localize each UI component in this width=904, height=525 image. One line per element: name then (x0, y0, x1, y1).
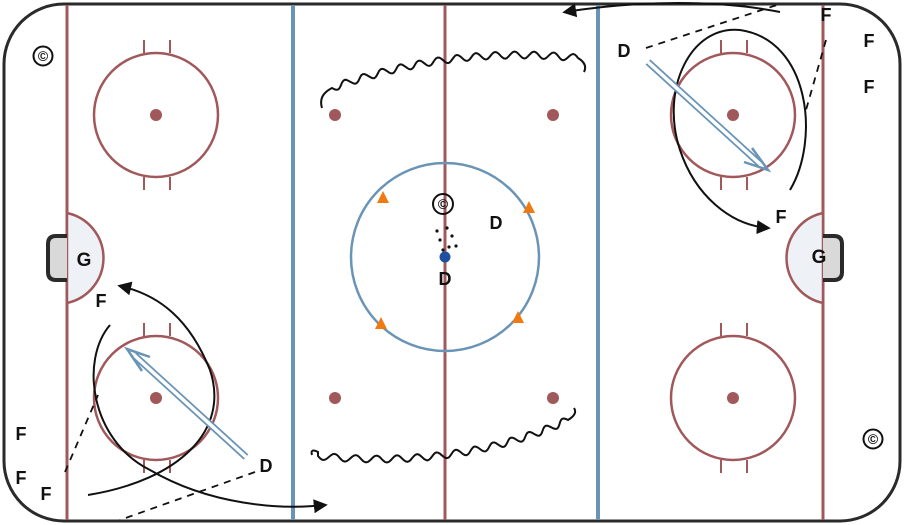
skate-path-bottom-left-loop (92, 324, 328, 514)
forward-player: F (16, 468, 27, 488)
faceoff-dot (329, 392, 341, 404)
faceoff-dot (547, 392, 559, 404)
faceoff-circle-bottom-left (92, 323, 220, 473)
faceoff-dot (547, 109, 559, 121)
goalie-left: G (77, 250, 92, 271)
goal-net-icon (46, 234, 67, 282)
forward-player: F (96, 291, 107, 311)
goal-crease-left (65, 211, 105, 305)
goalie-right: G (812, 247, 827, 268)
center-circle (349, 161, 541, 353)
coach-label: © (38, 48, 49, 64)
coach-icon: © (432, 193, 454, 215)
skate-path-bottom-left (87, 281, 216, 496)
coach-label: © (438, 196, 449, 212)
faceoff-circle-top-right (669, 40, 797, 190)
pass-line (64, 394, 99, 473)
forward-player: F (776, 207, 787, 227)
defense-player: D (260, 456, 273, 476)
goal-net-icon (823, 234, 844, 282)
faceoff-circle-bottom-right (669, 323, 797, 473)
forward-player: F (821, 5, 832, 25)
pass-arrow-top-right (645, 59, 772, 173)
forward-player: F (16, 424, 27, 444)
goal-crease-right (785, 211, 825, 305)
stickhandle-path-bottom (310, 407, 577, 464)
pass-line (119, 471, 256, 521)
faceoff-circle-top-left (92, 40, 220, 190)
forward-player: F (864, 77, 875, 97)
skate-path-top (562, 2, 781, 18)
skate-path-top-right (672, 28, 807, 235)
puck-pile (435, 226, 458, 252)
coach-label: © (868, 431, 879, 447)
coach-icon: © (862, 428, 884, 450)
stickhandle-path-top (320, 50, 587, 109)
puck-icon (439, 251, 451, 263)
forward-player: F (41, 484, 52, 504)
coach-icon: © (32, 45, 54, 67)
cone-icon (375, 317, 387, 329)
pass-arrow-bottom-left (123, 346, 249, 460)
defense-player: D (439, 269, 452, 289)
pass-line (645, 3, 781, 49)
faceoff-dot (329, 109, 341, 121)
forward-player: F (864, 31, 875, 51)
defense-player: D (618, 41, 631, 61)
cone-icon (377, 191, 389, 203)
cone-icon (523, 201, 535, 213)
cone-icon (512, 311, 524, 323)
defense-player: D (490, 213, 503, 233)
